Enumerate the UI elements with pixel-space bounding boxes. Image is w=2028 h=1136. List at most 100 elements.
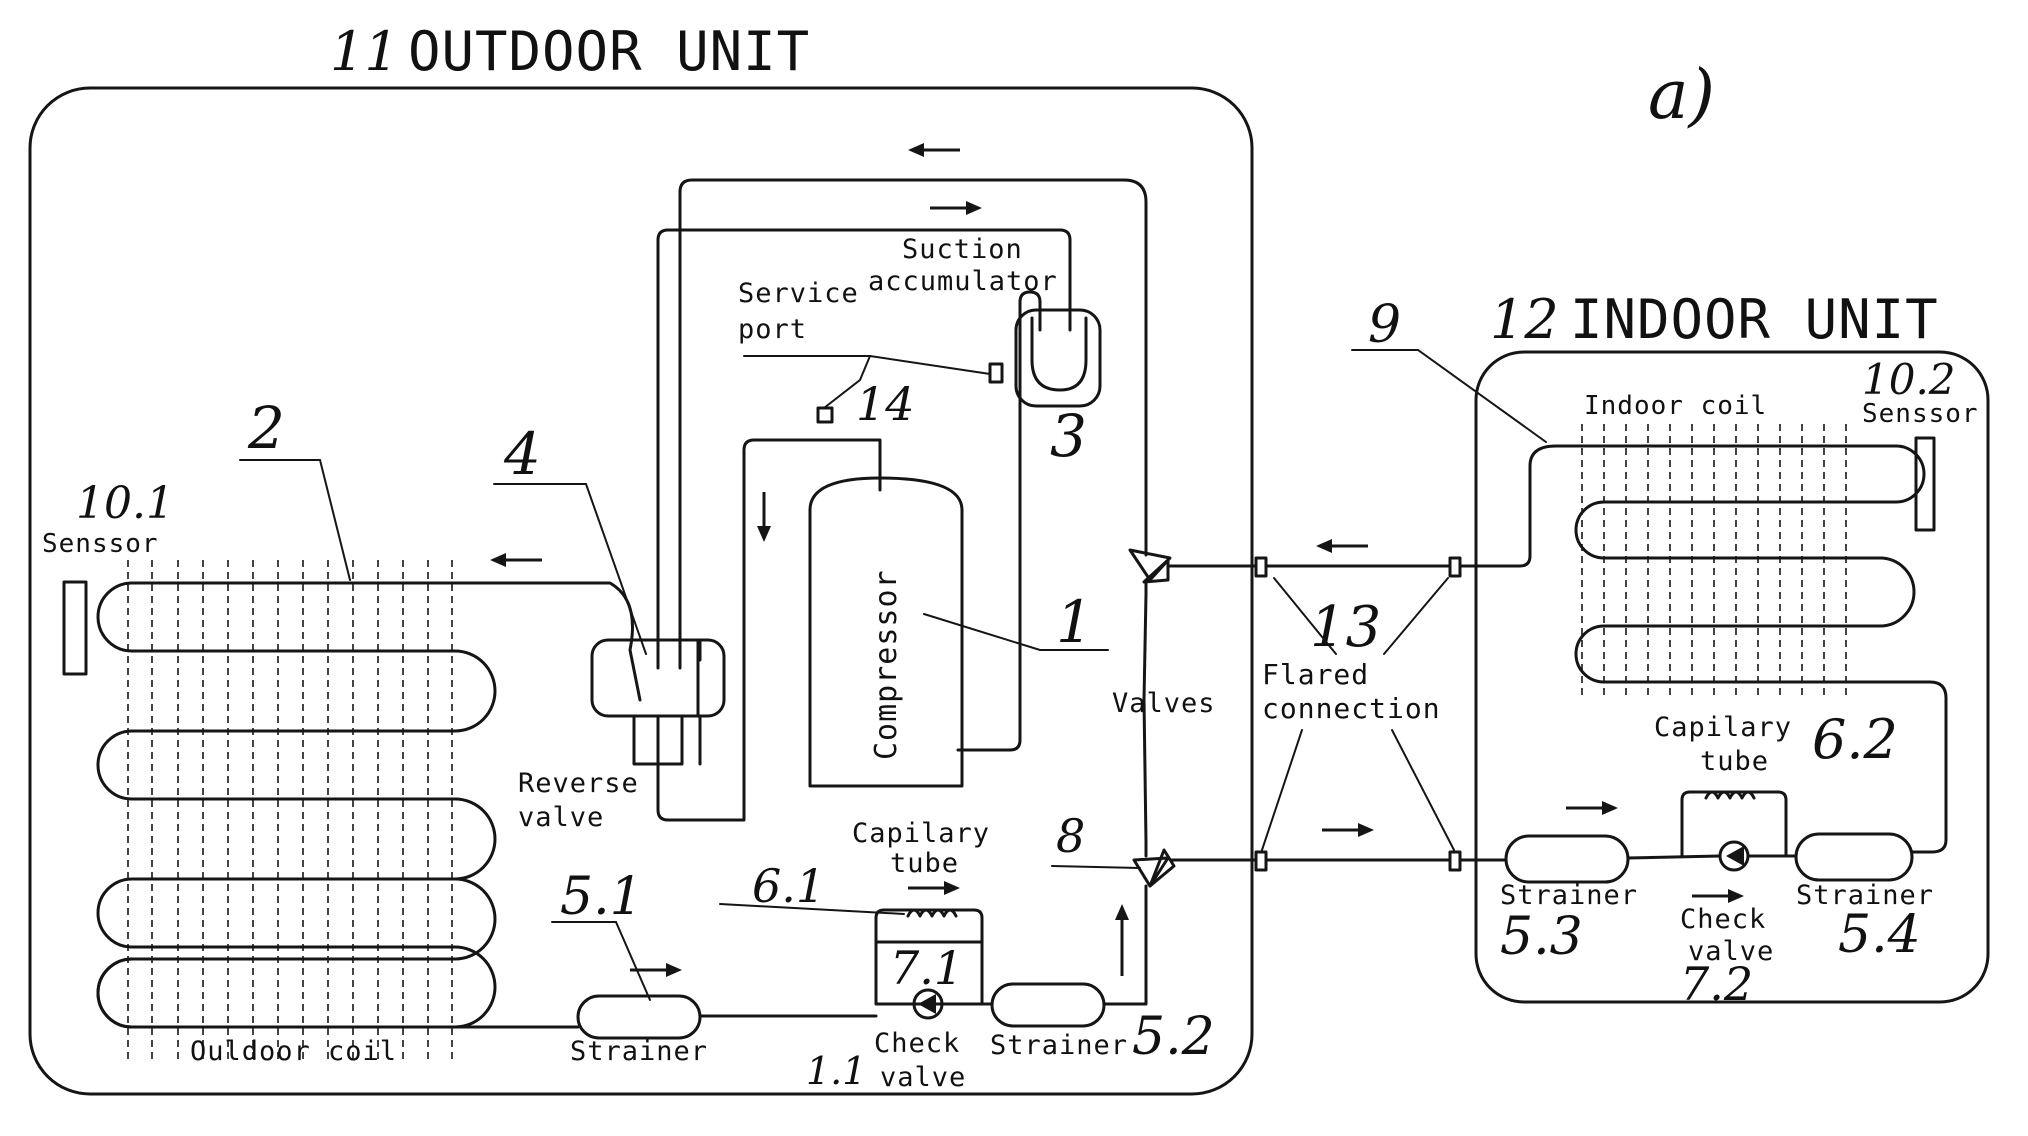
outdoor-unit-number: 11	[330, 20, 399, 83]
outdoor-strainer-right	[990, 982, 1106, 1028]
outdoor-unit-title: OUTDOOR UNIT	[408, 20, 810, 83]
panel-label: a)	[1648, 56, 1715, 135]
flow-arrow-valve-up	[1115, 904, 1129, 976]
indoor-unit-heading: 12 INDOOR UNIT	[1490, 288, 1939, 351]
flared-connection-label-line1: Flared	[1262, 658, 1369, 691]
leader-4	[493, 483, 647, 655]
service-port-label-line1: Service	[738, 278, 859, 309]
indoor-strainer-right	[1794, 832, 1914, 882]
flow-arrow-interconnect-upper	[1314, 537, 1370, 555]
indoor-coil-label: Indoor coil	[1584, 391, 1767, 421]
flow-arrow-top	[906, 141, 962, 159]
outdoor-sensor-probe	[62, 580, 88, 676]
flow-arrow-interconnect-lower	[1320, 821, 1376, 839]
hot-gas-pipe	[678, 178, 1148, 670]
flared-connection-leaders	[1261, 577, 1455, 851]
indoor-check-valve	[1718, 840, 1750, 872]
indoor-check-valve-label-line2: valve	[1688, 936, 1774, 967]
outdoor-capillary-tube	[874, 908, 984, 944]
ref-5-4: 5.4	[1838, 905, 1921, 965]
indoor-capillary-label-line2: tube	[1700, 746, 1769, 777]
reverse-valve-label-line1: Reverse	[518, 768, 639, 799]
indoor-sensor-probe	[1914, 436, 1936, 532]
leader-2	[239, 459, 351, 581]
service-port-accumulator[interactable]	[988, 362, 1004, 384]
valve-connecting-line	[1142, 592, 1148, 844]
indoor-check-valve-label-line1: Check	[1680, 904, 1766, 935]
indoor-capillary-tube	[1680, 790, 1788, 858]
outdoor-check-valve	[874, 940, 984, 1020]
compressor-suction-pipe	[956, 290, 1042, 752]
outdoor-strainer-right-label: Strainer	[990, 1030, 1128, 1061]
ref-1-1: 1.1	[806, 1049, 866, 1093]
indoor-strainer-right-label: Strainer	[1796, 880, 1934, 911]
indoor-strainer-left	[1504, 834, 1630, 884]
flared-connection-label-line2: connection	[1262, 692, 1441, 725]
flow-arrow-indoor-check	[1690, 887, 1746, 905]
outdoor-unit-heading: 11 OUTDOOR UNIT	[330, 20, 810, 83]
flow-arrow-compressor-down	[757, 492, 771, 542]
ref-1: 1	[1056, 588, 1093, 656]
flare-fitting-indoor-lower	[1448, 850, 1462, 872]
service-valve-lower[interactable]	[1132, 840, 1176, 888]
ref-7-1: 7.1	[890, 941, 963, 995]
outdoor-liquid-line	[698, 884, 1148, 1018]
ref-4: 4	[503, 420, 541, 488]
flow-arrow-outdoor-coil	[488, 551, 544, 569]
flow-arrow-indoor-strainer	[1564, 799, 1620, 817]
flare-fitting-indoor-upper	[1448, 556, 1462, 578]
reverse-valve-label-line2: valve	[518, 802, 604, 833]
outdoor-strainer-left	[576, 994, 702, 1040]
indoor-liquid-line	[1458, 854, 1798, 862]
valves-label: Valves	[1112, 688, 1216, 719]
indoor-unit-number: 12	[1490, 288, 1559, 351]
flow-arrow-suction	[928, 199, 984, 217]
indoor-unit-enclosure	[1474, 350, 1990, 1004]
leader-service-port-2	[823, 355, 871, 409]
leader-5-1	[551, 921, 651, 1001]
ref-3: 3	[1050, 402, 1087, 470]
ref-5-3: 5.3	[1500, 907, 1583, 967]
outdoor-coil-label: Ouldoor coil	[190, 1036, 397, 1067]
indoor-strainer-left-label: Strainer	[1500, 880, 1638, 911]
outdoor-unit-enclosure	[28, 86, 1254, 1096]
ref-14: 14	[856, 377, 915, 431]
outdoor-check-valve-label-line2: valve	[880, 1062, 966, 1093]
service-port-label-line2: port	[738, 314, 807, 345]
outdoor-coil	[96, 560, 602, 1060]
ref-7-2: 7.2	[1680, 957, 1753, 1011]
reverse-valve-outlet	[696, 638, 702, 718]
flare-fitting-outdoor-upper	[1254, 556, 1268, 578]
service-port-compressor[interactable]	[816, 406, 834, 424]
ref-6-2: 6.2	[1812, 708, 1898, 771]
ref-2: 2	[247, 394, 285, 462]
compressor-discharge-pipe	[656, 438, 882, 822]
suction-accumulator	[1014, 308, 1102, 408]
indoor-capillary-label-line1: Capilary	[1654, 712, 1792, 743]
indoor-unit-title: INDOOR UNIT	[1570, 288, 1939, 351]
compressor	[808, 476, 964, 788]
ref-5-2: 5.2	[1132, 1007, 1215, 1067]
leader-1	[923, 613, 1109, 651]
indoor-coil	[1458, 424, 1948, 854]
outdoor-capillary-label-line1: Capilary	[852, 818, 990, 849]
suction-accumulator-label-line2: accumulator	[868, 266, 1058, 297]
ref-8: 8	[1056, 809, 1085, 863]
flare-fitting-outdoor-lower	[1254, 850, 1268, 872]
ref-9: 9	[1368, 295, 1401, 355]
outdoor-coil-fins	[127, 560, 453, 1060]
leader-6-1	[719, 903, 905, 915]
suction-accumulator-label-line1: Suction	[902, 234, 1023, 265]
ref-6-1: 6.1	[752, 859, 825, 913]
leader-9	[1351, 349, 1547, 443]
service-valve-upper[interactable]	[1128, 548, 1172, 596]
ref-10-2: 10.2	[1862, 355, 1956, 404]
indoor-sensor-label: Senssor	[1862, 399, 1979, 429]
compressor-label: Compressor	[869, 569, 904, 760]
outdoor-strainer-left-label: Strainer	[570, 1036, 708, 1067]
outdoor-capillary-label-line2: tube	[890, 848, 959, 879]
outdoor-check-valve-label-line1: Check	[874, 1028, 960, 1059]
leader-8	[1051, 865, 1141, 869]
suction-pipe	[656, 228, 1072, 670]
